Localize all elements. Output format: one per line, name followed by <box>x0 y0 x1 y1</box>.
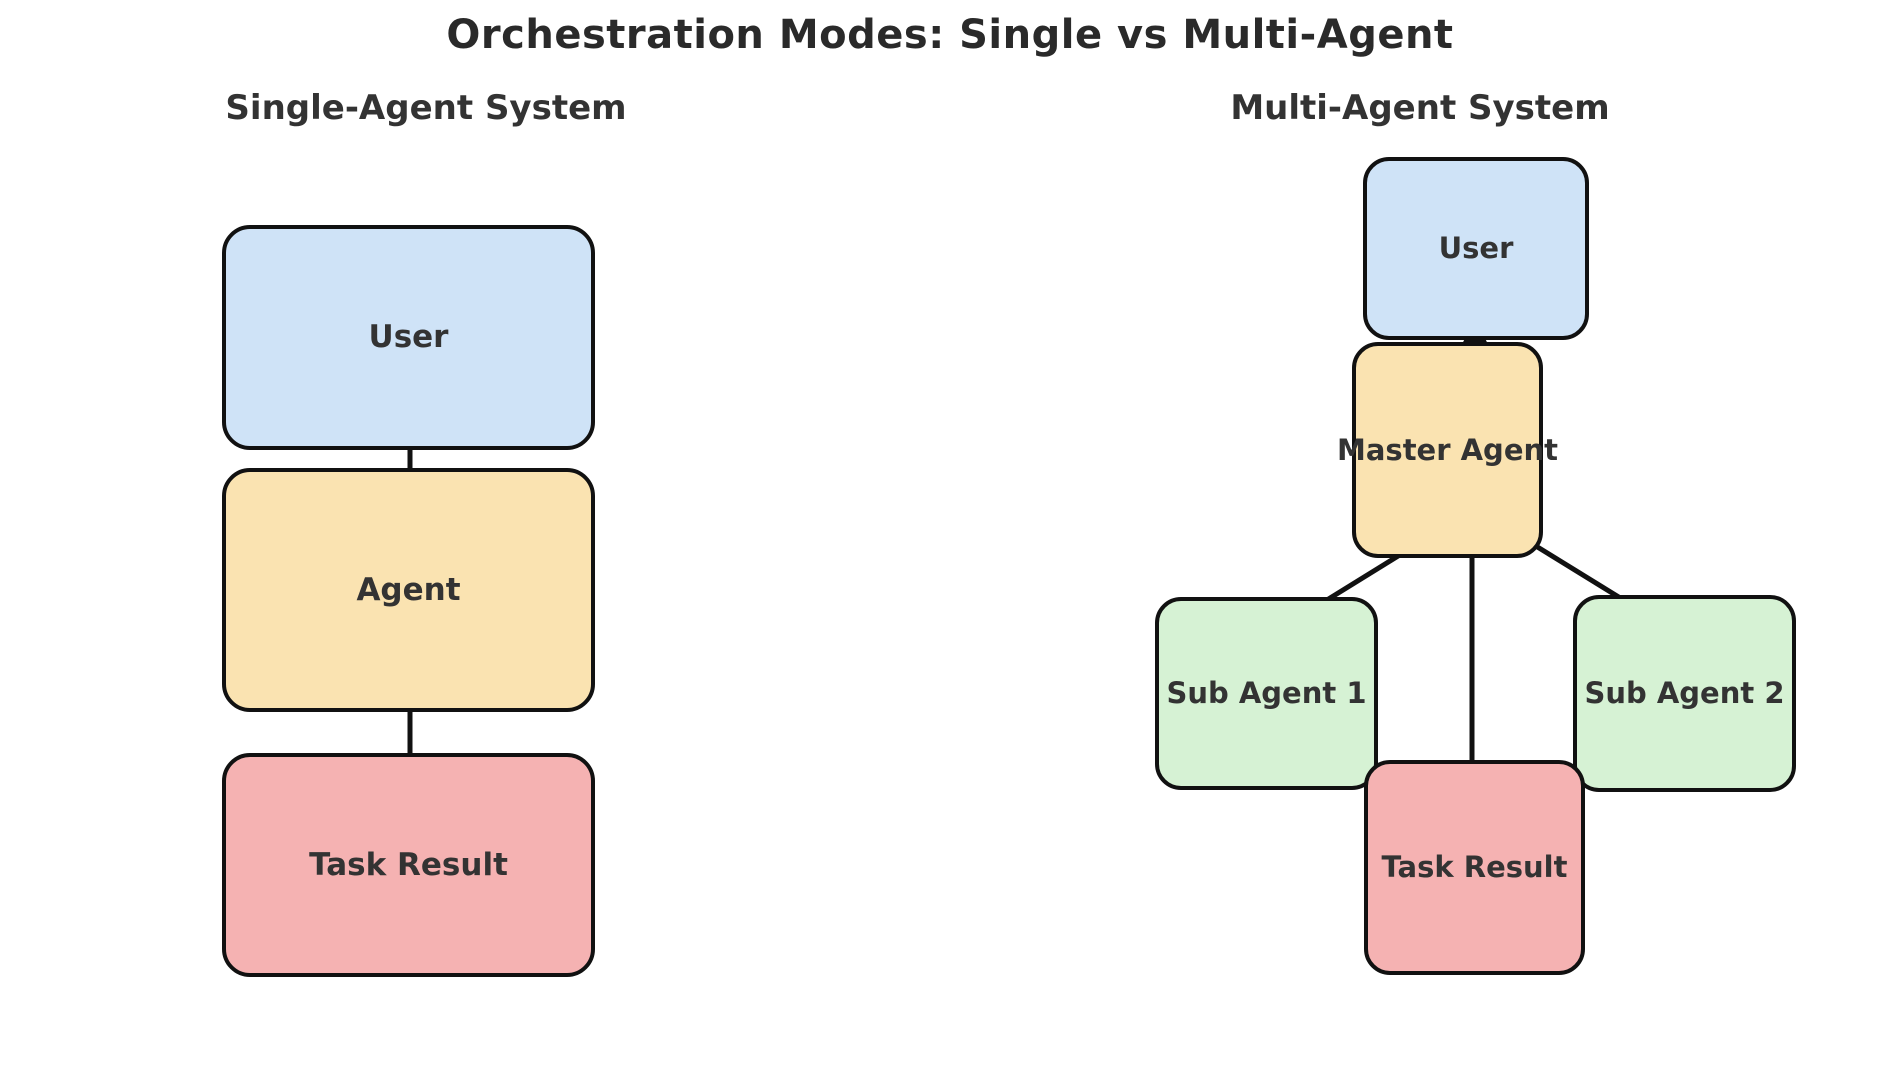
node-label: Master Agent <box>1337 432 1558 467</box>
node-label: User <box>1438 231 1514 265</box>
node-label: Task Result <box>1381 850 1568 884</box>
node-agent-single: Agent <box>222 468 595 712</box>
node-user-multi: User <box>1363 157 1589 340</box>
node-master-agent: Master Agent <box>1337 342 1558 558</box>
diagram-title: Orchestration Modes: Single vs Multi-Age… <box>446 12 1454 58</box>
node-label: Sub Agent 1 <box>1166 676 1367 710</box>
node-task-result-multi: Task Result <box>1364 760 1585 975</box>
multi-agent-heading: Multi-Agent System <box>1230 88 1610 128</box>
node-user-single: User <box>222 225 595 450</box>
node-sub-agent-2: Sub Agent 2 <box>1573 595 1796 792</box>
node-label: Sub Agent 2 <box>1584 676 1785 710</box>
node-label: Agent <box>356 571 461 608</box>
node-label: User <box>368 319 449 355</box>
node-sub-agent-1: Sub Agent 1 <box>1155 597 1378 790</box>
node-task-result-single: Task Result <box>222 753 595 977</box>
single-agent-heading: Single-Agent System <box>225 88 627 128</box>
node-label: Task Result <box>309 846 508 883</box>
